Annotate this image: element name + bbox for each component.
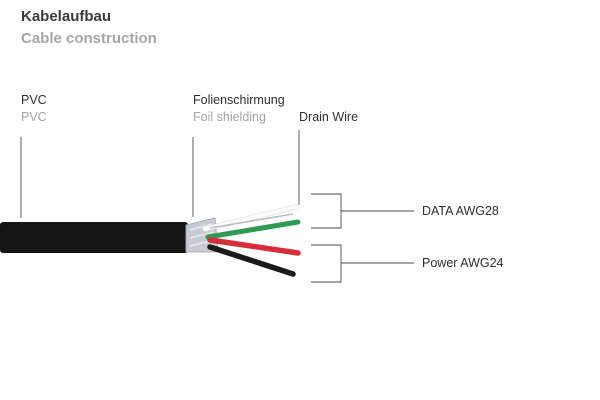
power-wire-label: Power AWG24 (422, 256, 504, 270)
foil-label-english: Foil shielding (193, 110, 266, 124)
wire-green (205, 219, 301, 240)
drain-wire-label: Drain Wire (299, 110, 359, 124)
leader-lines (20, 130, 414, 283)
wire-black (207, 244, 296, 277)
pvc-label: PVC (21, 93, 47, 107)
title-english: Cable construction (21, 30, 157, 47)
wire-drain (209, 213, 294, 229)
title-german: Kabelaufbau (21, 8, 112, 25)
data-wire-label: DATA AWG28 (422, 204, 499, 218)
foil-label: Folienschirmung (193, 93, 285, 107)
wire-red (207, 237, 301, 256)
pvc-label-english: PVC (21, 110, 47, 124)
cable-jacket (0, 222, 189, 253)
